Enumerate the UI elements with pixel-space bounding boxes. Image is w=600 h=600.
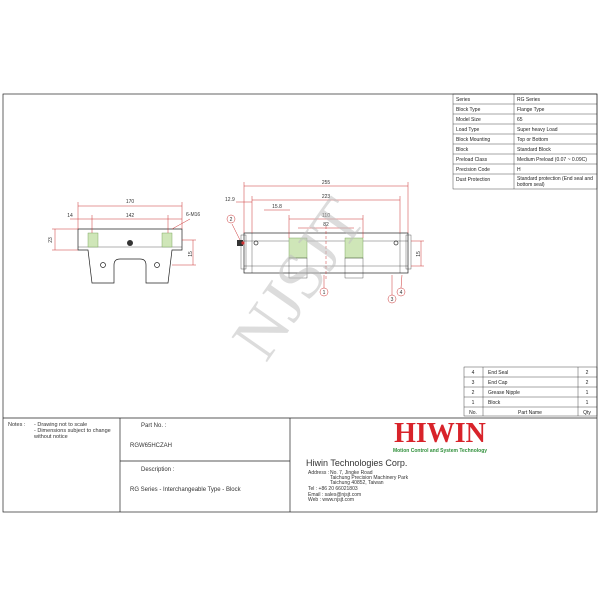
part-no: 2	[472, 390, 475, 396]
dim-side-body: 223	[322, 194, 331, 200]
part-no: 3	[472, 380, 475, 386]
dim-front-height-left: 23	[48, 237, 54, 243]
callout-1-label: 1	[323, 290, 326, 296]
parts-header-no: No.	[469, 410, 477, 416]
callout-2-label: 2	[230, 217, 233, 223]
front-block-outline	[77, 228, 183, 284]
address-line: No. 7, Jingke Road	[330, 470, 373, 476]
spec-value: Top or Bottom	[517, 137, 548, 143]
notes-label: Notes :	[8, 422, 26, 428]
spec-key: Block	[456, 147, 469, 153]
dim-side-small-offset: 15.8	[272, 204, 282, 210]
dim-side-offset: 12.9	[225, 197, 235, 203]
part-name: End Cap	[488, 380, 508, 386]
dim-side-length: 255	[322, 180, 331, 186]
mounting-hole-right	[161, 232, 173, 248]
watermark: NJSJT	[218, 186, 379, 372]
spec-value: H	[517, 167, 521, 173]
dim-front-thread: 6-M16	[186, 212, 200, 218]
spec-value: RG Series	[517, 97, 541, 103]
spec-key: Model Size	[456, 117, 481, 123]
grease-nipple-side	[237, 240, 243, 246]
spec-value: 65	[517, 117, 523, 123]
company-web: Web : www.njsjt.com	[308, 497, 354, 503]
logo-tagline: Motion Control and System Technology	[393, 448, 487, 454]
spec-value: Medium Preload (0.07 ~ 0.09C)	[517, 157, 587, 163]
logo-text: HIWIN	[394, 418, 486, 449]
callout-1	[319, 287, 329, 297]
part-qty: 1	[586, 390, 589, 396]
spec-value: Standard protection (End seal and	[517, 176, 593, 182]
part-qty: 2	[586, 370, 589, 376]
notes-line: - Dimensions subject to change	[34, 428, 111, 434]
notes-line: - Drawing not to scale	[34, 422, 87, 428]
callout-4-label: 4	[400, 290, 403, 296]
dim-front-pitch: 142	[126, 213, 135, 219]
parts-header-name: Part Name	[518, 410, 542, 416]
bolt-hole-icon	[253, 240, 259, 246]
dim-front-height-right: 15	[188, 251, 194, 257]
spec-key: Load Type	[456, 127, 479, 133]
part-name: Block	[488, 400, 501, 406]
dim-front-offset: 14	[67, 213, 73, 219]
hiwin-logo: HIWIN Motion Control and System Technolo…	[393, 418, 487, 454]
mounting-hole-left	[87, 232, 99, 248]
spec-key: Block Mounting	[456, 137, 490, 143]
callout-4	[396, 287, 406, 297]
grease-nipple-front	[127, 240, 133, 246]
spec-value: Flange Type	[517, 107, 545, 113]
dim-side-inner: 82	[323, 222, 329, 228]
dim-front-width: 170	[126, 199, 135, 205]
sheet-border	[2, 93, 598, 513]
part-no-label: Part No. :	[141, 423, 167, 429]
parts-header-qty: Qty	[583, 410, 591, 416]
spec-key: Block Type	[456, 107, 481, 113]
spec-key: Dust Protection	[456, 177, 490, 183]
front-view: 170 14 142 6-M16 23 15	[48, 199, 200, 284]
end-cap-right	[405, 234, 412, 270]
spec-table: Series RG Series Block Type Flange Type …	[452, 93, 598, 190]
callout-2	[226, 214, 236, 224]
bolt-hole-icon	[154, 262, 160, 268]
part-name: Grease Nipple	[488, 390, 520, 396]
part-qty: 2	[586, 380, 589, 386]
description-label: Description :	[141, 467, 175, 473]
side-view: 255 12.9 223 15.8 110 82 15 1 2	[225, 180, 424, 304]
company-email: Email : sales@njsjt.com	[308, 492, 361, 498]
company-tel: Tel : +86 20 66021803	[308, 486, 358, 492]
dim-side-height-right: 15	[416, 251, 422, 257]
part-no: 4	[472, 370, 475, 376]
description-value: RG Series - Interchangeable Type - Block	[130, 487, 242, 493]
spec-key: Preload Class	[456, 157, 488, 163]
bolt-hole-icon	[100, 262, 106, 268]
part-no: 1	[472, 400, 475, 406]
callout-3-label: 3	[391, 297, 394, 303]
spec-key: Series	[456, 97, 471, 103]
notes-line: without notice	[33, 434, 68, 440]
spec-value: Super heavy Load	[517, 127, 558, 133]
spec-value: Standard Block	[517, 147, 551, 153]
spec-key: Precision Code	[456, 167, 490, 173]
address-label: Address :	[308, 470, 329, 476]
spec-value-continued: bottom seal)	[517, 182, 545, 188]
parts-table: 4 End Seal 2 3 End Cap 2 2 Grease Nipple…	[463, 366, 598, 417]
title-block	[3, 417, 597, 512]
address-line: Taichung 40852, Taiwan	[330, 480, 384, 486]
part-no-value: RGW65HCZAH	[130, 443, 172, 449]
part-name: End Seal	[488, 370, 508, 376]
address-line: Taichung Precision Machinery Park	[330, 475, 409, 481]
company-name: Hiwin Technologies Corp.	[306, 458, 407, 468]
end-cap-left	[240, 234, 247, 270]
dim-side-hole-spacing: 110	[322, 213, 330, 219]
callout-3	[387, 294, 397, 304]
part-qty: 1	[586, 400, 589, 406]
bolt-hole-icon	[393, 240, 399, 246]
